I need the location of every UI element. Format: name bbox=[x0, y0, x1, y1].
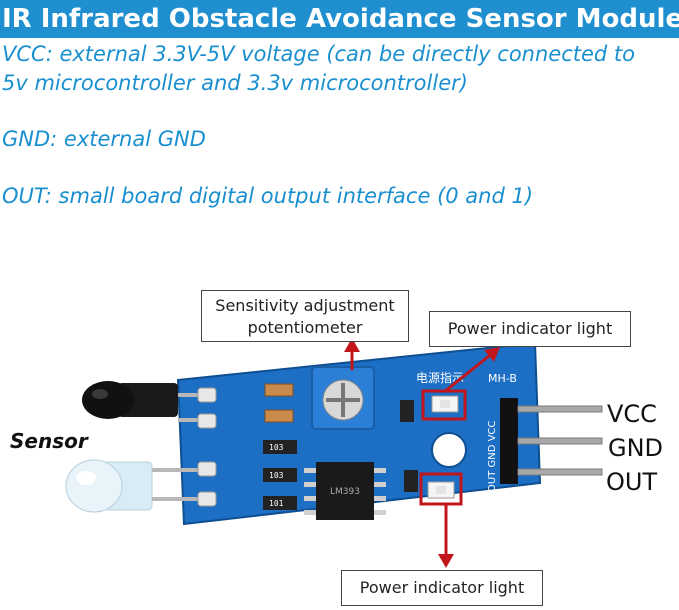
power-top-arrow-head bbox=[484, 347, 500, 362]
vcc-description-line1: VCC: external 3.3V-5V voltage (can be di… bbox=[2, 42, 635, 66]
power-indicator-callout-top: Power indicator light bbox=[429, 311, 631, 347]
top-indicator-led bbox=[431, 395, 459, 413]
resistor-label-2: 103 bbox=[269, 471, 284, 480]
lm393-ic: LM393 bbox=[304, 462, 386, 520]
sensitivity-callout: Sensitivity adjustment potentiometer bbox=[201, 290, 409, 342]
out-pin-label: OUT bbox=[606, 468, 658, 496]
resistor-label-1: 103 bbox=[269, 443, 284, 452]
potentiometer bbox=[311, 366, 375, 430]
gnd-description: GND: external GND bbox=[2, 127, 206, 151]
ir-emitter-led bbox=[82, 381, 208, 422]
board-chinese-top: 电源指示 bbox=[416, 370, 464, 385]
mounting-hole bbox=[431, 432, 467, 468]
bottom-led-highlight bbox=[419, 472, 463, 506]
led-solder-pads bbox=[197, 387, 217, 507]
page-title: IR Infrared Obstacle Avoidance Sensor Mo… bbox=[0, 0, 679, 38]
out-description: OUT: small board digital output interfac… bbox=[2, 184, 534, 208]
ic-label: LM393 bbox=[330, 487, 360, 497]
power-indicator-callout-bottom: Power indicator light bbox=[341, 570, 543, 606]
vcc-pin bbox=[517, 405, 603, 413]
vcc-description-line2: 5v microcontroller and 3.3v microcontrol… bbox=[2, 71, 468, 95]
sensor-label: Sensor bbox=[10, 429, 88, 453]
sensitivity-arrow-head bbox=[344, 338, 360, 352]
bottom-indicator-led bbox=[427, 481, 455, 499]
resistor-labels: 103 103 101 bbox=[269, 443, 284, 508]
header-pins bbox=[500, 398, 603, 484]
ir-receiver-led bbox=[65, 459, 208, 513]
power-bottom-arrow-head bbox=[438, 554, 454, 568]
vcc-pin-label: VCC bbox=[607, 400, 657, 428]
board-pin-print: OUT GND VCC bbox=[487, 421, 498, 492]
gnd-pin bbox=[517, 437, 603, 445]
gnd-pin-label: GND bbox=[608, 434, 664, 462]
board-chinese-bottom: 输出指示 bbox=[414, 506, 462, 521]
sensitivity-callout-line1: Sensitivity adjustment bbox=[215, 296, 395, 315]
sensitivity-callout-line2: potentiometer bbox=[247, 318, 363, 337]
out-pin bbox=[517, 468, 603, 476]
resistor-label-3: 101 bbox=[269, 499, 284, 508]
smd-components bbox=[263, 383, 418, 510]
power-top-arrow-line bbox=[443, 350, 495, 394]
board-model-text: MH-B bbox=[488, 372, 517, 385]
